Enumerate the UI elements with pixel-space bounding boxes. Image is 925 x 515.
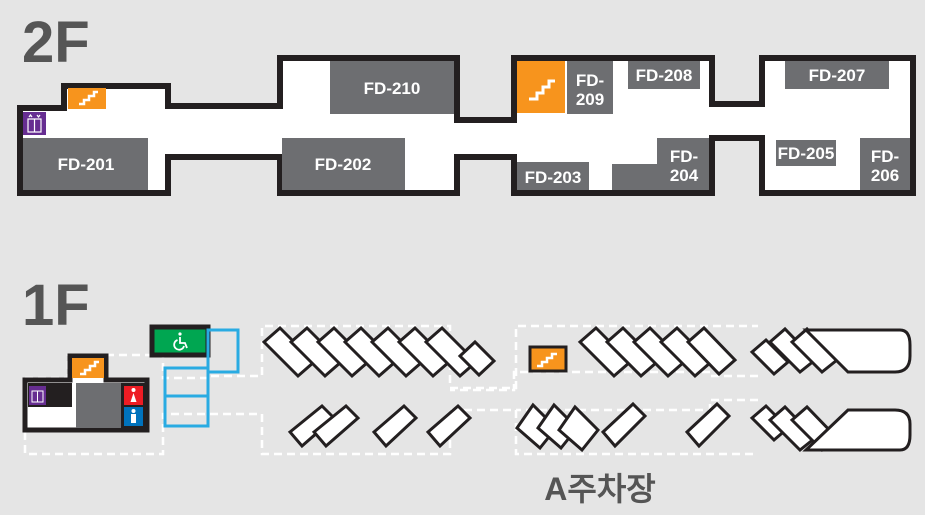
floor-label-2f: 2F: [22, 10, 90, 75]
room-fd-210[interactable]: [330, 61, 454, 114]
room-label-fd-201: FD-201: [58, 155, 115, 174]
room-fd-207[interactable]: [785, 61, 889, 89]
elevator-icon: [31, 390, 44, 403]
room-fd-201[interactable]: [23, 138, 148, 190]
stairs-icon: [529, 79, 555, 101]
bike-rack-area: [163, 328, 240, 428]
room-fd-209[interactable]: [567, 61, 613, 114]
stairs-icon: [80, 360, 99, 376]
parking-spaces-bottom-right: [749, 403, 912, 453]
room-fd-206[interactable]: [860, 138, 910, 190]
room-label-fd-206-line1: FD-: [871, 147, 899, 166]
room-label-fd-209-line2: 209: [576, 90, 604, 109]
room-label-fd-208: FD-208: [636, 66, 693, 85]
parking-spaces-top-right: [749, 326, 912, 377]
parking-spaces-bottom-mid: [514, 401, 732, 453]
stairs-icon: [537, 352, 557, 368]
room-label-fd-205: FD-205: [778, 144, 835, 163]
room-label-fd-209-line1: FD-: [576, 71, 604, 90]
elevator-icon: [27, 114, 42, 133]
room-fd-204[interactable]: [612, 138, 709, 190]
stairs-2f-left-block[interactable]: [68, 88, 106, 109]
floor-label-1f: 1F: [22, 273, 90, 338]
room-label-fd-204-line1: FD-: [670, 147, 698, 166]
room-label-fd-203: FD-203: [525, 168, 582, 187]
parking-spaces-top-left: [261, 325, 497, 379]
floor-2f-outline: [17, 55, 916, 196]
elevator-core-1f: [76, 383, 121, 428]
room-label-fd-202: FD-202: [315, 155, 372, 174]
male-restroom-icon: [131, 409, 136, 423]
parking-spaces-top-mid: [577, 325, 738, 379]
room-label-fd-204-line2: 204: [670, 166, 699, 185]
stairs-1f-block[interactable]: [72, 358, 104, 378]
room-fd-203[interactable]: [517, 162, 589, 190]
female-restroom-icon: [130, 388, 137, 402]
room-fd-202[interactable]: [282, 138, 405, 190]
stairs-2f-right-block[interactable]: [517, 61, 565, 113]
room-fd-205[interactable]: [776, 140, 836, 166]
room-label-fd-210: FD-210: [364, 79, 421, 98]
room-fd-208[interactable]: [628, 61, 700, 89]
parking-spaces-bottom-left: [287, 403, 473, 449]
room-label-fd-207: FD-207: [809, 66, 866, 85]
room-label-fd-206-line2: 206: [871, 166, 899, 185]
stairs-icon: [79, 90, 98, 106]
wheelchair-icon: [173, 332, 188, 351]
parking-area-label: A주차장: [544, 471, 655, 507]
